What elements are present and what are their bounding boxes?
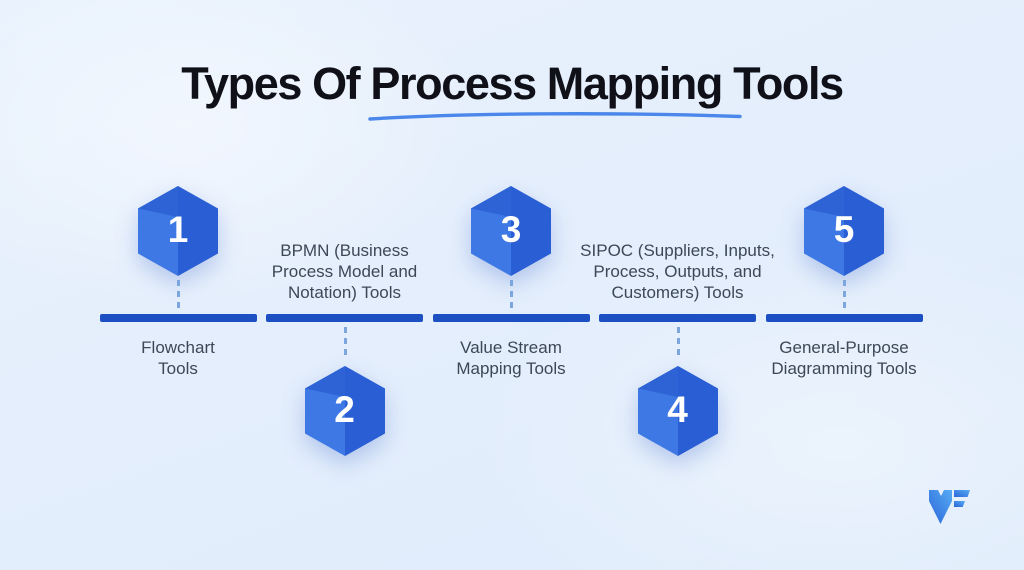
dashed-connector (343, 327, 347, 360)
timeline-segment (99, 314, 257, 322)
hexagon-icon (637, 366, 718, 456)
hexagon-number-badge-4: 4 (637, 366, 718, 456)
item-label: General-Purpose Diagramming Tools (771, 338, 917, 378)
mf-logo-icon (929, 490, 970, 524)
hexagon-number-badge-5: 5 (804, 186, 884, 276)
page-title: Types Of Process Mapping Tools (181, 58, 844, 109)
item-number: 4 (667, 389, 688, 430)
hexagon-icon (138, 186, 218, 276)
hexagon-number-badge-1: 1 (138, 186, 218, 276)
item-label: SIPOC (Suppliers, Inputs, Process, Outpu… (580, 241, 775, 302)
hexagon-icon (804, 186, 884, 276)
item-label: Flowchart Tools (141, 338, 215, 378)
title-underline-decoration (368, 112, 742, 121)
hexagon-icon (304, 366, 385, 456)
hexagon-number-badge-3: 3 (471, 186, 551, 276)
timeline-segment (765, 314, 923, 322)
timeline-segment (266, 314, 423, 322)
hexagon-number-badge-2: 2 (304, 366, 385, 456)
dashed-connector (676, 327, 680, 360)
item-number: 5 (833, 209, 855, 250)
dashed-connector (510, 280, 513, 310)
item-number: 3 (500, 209, 522, 250)
dashed-connector (177, 280, 180, 310)
hexagon-icon (471, 186, 551, 276)
dashed-connector (843, 280, 846, 310)
timeline-segment (432, 314, 590, 322)
item-number: 1 (167, 209, 189, 250)
timeline-segment (599, 314, 756, 322)
item-label: Value Stream Mapping Tools (456, 338, 566, 378)
item-number: 2 (334, 389, 355, 430)
item-label: BPMN (Business Process Model and Notatio… (271, 241, 418, 302)
